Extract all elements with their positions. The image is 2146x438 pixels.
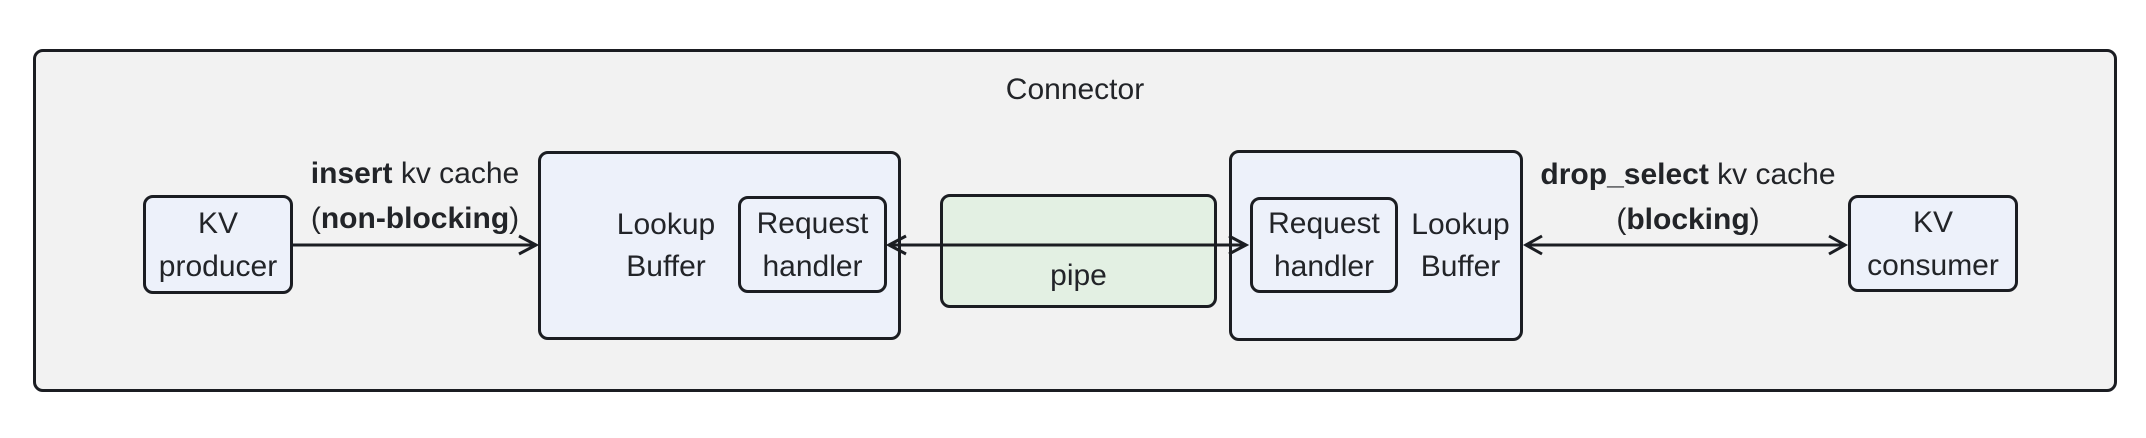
insert-arrow-label-line1: insert kv cache bbox=[215, 151, 615, 196]
drop-select-arrow-label-open-paren: ( bbox=[1616, 203, 1627, 236]
kv-consumer-label-line1: KV bbox=[1912, 205, 1954, 239]
insert-arrow-label: insert kv cache (non-blocking) bbox=[215, 151, 615, 241]
insert-arrow-label-rest: kv cache bbox=[392, 157, 520, 190]
request-handler-left-label-line2: handler bbox=[762, 249, 863, 283]
kv-producer-label-line2: producer bbox=[158, 249, 278, 283]
drop-select-arrow-label: drop_select kv cache (blocking) bbox=[1468, 152, 1908, 242]
drop-select-arrow-label-blocking-bold: blocking bbox=[1626, 203, 1750, 236]
connector-title: Connector bbox=[1005, 73, 1145, 106]
lookup-buffer-right-label-line1: Lookup bbox=[1411, 207, 1510, 241]
lookup-buffer-left-label: Lookup Buffer bbox=[566, 151, 766, 340]
insert-arrow-label-line2: (non-blocking) bbox=[215, 196, 615, 241]
request-handler-right-node: Request handler bbox=[1250, 197, 1398, 293]
kv-producer-node: KV producer bbox=[143, 195, 293, 294]
request-handler-right-label-line2: handler bbox=[1273, 250, 1375, 283]
drop-select-arrow-label-line1: drop_select kv cache bbox=[1468, 152, 1908, 197]
kv-consumer-node: KV consumer bbox=[1848, 195, 2018, 292]
drop-select-arrow-label-close-paren: ) bbox=[1749, 203, 1760, 236]
drop-select-arrow-label-rest: kv cache bbox=[1708, 158, 1836, 191]
pipe-label: pipe bbox=[1050, 259, 1107, 292]
lookup-buffer-left-label-line1: Lookup bbox=[616, 207, 716, 241]
lookup-buffer-right-label: Lookup Buffer bbox=[1398, 150, 1523, 341]
lookup-buffer-right-label-line2: Buffer bbox=[1420, 249, 1501, 283]
insert-arrow-label-open-paren: ( bbox=[310, 202, 321, 235]
kv-consumer-label-line2: consumer bbox=[1867, 248, 1999, 282]
insert-arrow-label-bold: insert bbox=[310, 157, 393, 190]
drop-select-arrow-label-bold: drop_select bbox=[1540, 158, 1709, 191]
insert-arrow-label-close-paren: ) bbox=[509, 202, 520, 235]
drop-select-arrow-label-line2: (blocking) bbox=[1468, 197, 1908, 242]
pipe-node bbox=[940, 194, 1217, 308]
kv-producer-label-line1: KV bbox=[197, 206, 239, 240]
insert-arrow-label-blocking-bold: non-blocking bbox=[320, 202, 510, 235]
lookup-buffer-left-label-line2: Buffer bbox=[626, 249, 706, 283]
request-handler-right-label-line1: Request bbox=[1268, 207, 1380, 240]
request-handler-left-node: Request handler bbox=[738, 196, 887, 293]
request-handler-left-label-line1: Request bbox=[756, 206, 869, 240]
